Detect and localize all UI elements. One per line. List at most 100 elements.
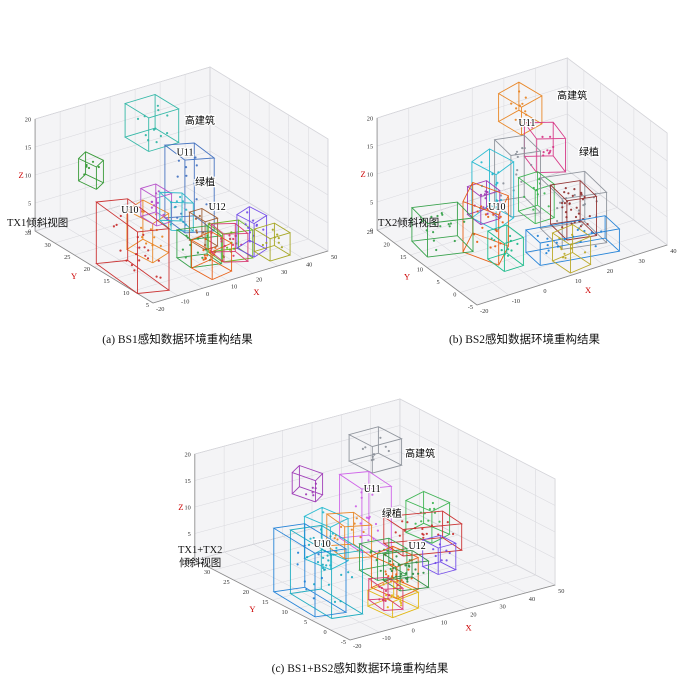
scatter-point (495, 230, 498, 233)
y-tick-label: 5 (304, 619, 307, 626)
y-tick-label: 35 (185, 559, 191, 566)
scatter-point (333, 600, 337, 603)
scatter-point (420, 520, 423, 523)
scatter-point (152, 128, 156, 131)
scatter-point (576, 228, 579, 231)
scatter-point (136, 236, 139, 239)
scatter-point (397, 563, 400, 567)
bounding-box-brown-small (188, 208, 219, 251)
scatter-point (234, 234, 237, 237)
y-tick-label: 15 (262, 599, 268, 606)
scatter-point (169, 223, 172, 226)
scatter-point (277, 237, 280, 240)
x-axis-label: X (253, 287, 259, 297)
plot-3d-bs1: -20-1001020304050510152025303505101520XY… (18, 66, 337, 313)
annotation-U12: U12 (408, 541, 425, 552)
scatter-point (205, 203, 208, 206)
x-tick-label: 10 (575, 278, 581, 285)
scatter-point (277, 241, 280, 244)
scatter-point (202, 249, 205, 252)
scatter-point (515, 173, 518, 176)
scatter-point (247, 226, 250, 229)
scatter-point (437, 533, 440, 536)
scatter-point (422, 571, 425, 574)
scatter-point (561, 206, 564, 209)
scatter-point (545, 252, 548, 255)
scatter-point (568, 202, 571, 205)
scatter-point (378, 598, 381, 601)
scatter-points-olive-low (558, 233, 587, 259)
scatter-point (558, 237, 561, 240)
scatter-point (303, 544, 306, 547)
scatter-point (359, 536, 362, 539)
x-tick-label: 40 (306, 261, 312, 268)
scatter-point (390, 594, 394, 597)
scatter-point (312, 597, 315, 600)
scatter-point (406, 576, 409, 579)
annotation-高建筑: 高建筑 (185, 114, 215, 127)
scatter-point (384, 599, 387, 602)
scatter-point (204, 237, 207, 241)
scatter-point (135, 253, 138, 256)
scatter-point (367, 517, 371, 520)
scatter-point (145, 242, 148, 245)
scatter-point (181, 248, 184, 251)
scatter-point (231, 243, 235, 246)
scatter-point (577, 209, 580, 212)
scatter-point (490, 237, 493, 240)
scatter-point (542, 154, 545, 157)
annotation-U11: U11 (364, 484, 381, 495)
scatter-point (433, 507, 436, 510)
scatter-point (228, 234, 231, 237)
scatter-point (143, 246, 146, 249)
scatter-point (506, 254, 510, 257)
scatter-point (185, 234, 188, 237)
scatter-point (573, 193, 576, 197)
scatter-point (297, 551, 300, 554)
scatter-point (85, 165, 88, 168)
scatter-point (350, 576, 354, 579)
scatter-point (392, 567, 395, 570)
scatter-point (223, 244, 226, 248)
scatter-point (600, 230, 603, 233)
scatter-point (276, 233, 279, 236)
scatter-point (248, 231, 252, 234)
scatter-point (563, 191, 566, 194)
scatter-point (561, 256, 565, 259)
scatter-point (438, 543, 441, 546)
scatter-point (194, 217, 198, 220)
scatter-point (516, 242, 519, 245)
annotation-U12: U12 (209, 202, 226, 213)
scatter-point (202, 258, 205, 261)
scatter-points-teal-left-u10 (490, 234, 519, 257)
scatter-point (430, 524, 433, 527)
scatter-point (141, 236, 144, 239)
scatter-point (449, 222, 452, 225)
scatter-point (152, 204, 156, 207)
scatter-point (581, 223, 584, 226)
scatter-point (563, 202, 566, 205)
scatter-points-orange-high (510, 90, 528, 124)
bounding-box-cyan-u11 (158, 191, 195, 232)
scatter-point (516, 155, 519, 158)
scatter-point (354, 505, 357, 508)
scatter-point (484, 213, 487, 216)
scatter-point (566, 200, 569, 203)
scatter-point (144, 254, 147, 257)
scatter-point (594, 245, 597, 248)
scatter-point (570, 208, 573, 211)
scatter-points-gray-high (361, 436, 390, 462)
scatter-point (203, 254, 206, 257)
scatter-point (195, 164, 198, 167)
scatter-point (202, 231, 205, 234)
scatter-point (401, 520, 404, 523)
scatter-point (159, 134, 162, 138)
scatter-point (195, 229, 198, 232)
x-tick-label: 50 (558, 588, 564, 595)
plot-3d-bs1-bs2: -20-1001020304050-5051015202530350510152… (178, 398, 564, 650)
scatter-point (434, 554, 437, 558)
scatter-point (463, 220, 466, 223)
scatter-point (326, 554, 329, 557)
scatter-point (480, 205, 483, 208)
caption-bs1: (a) BS1感知数据环境重构结果 (102, 334, 253, 346)
